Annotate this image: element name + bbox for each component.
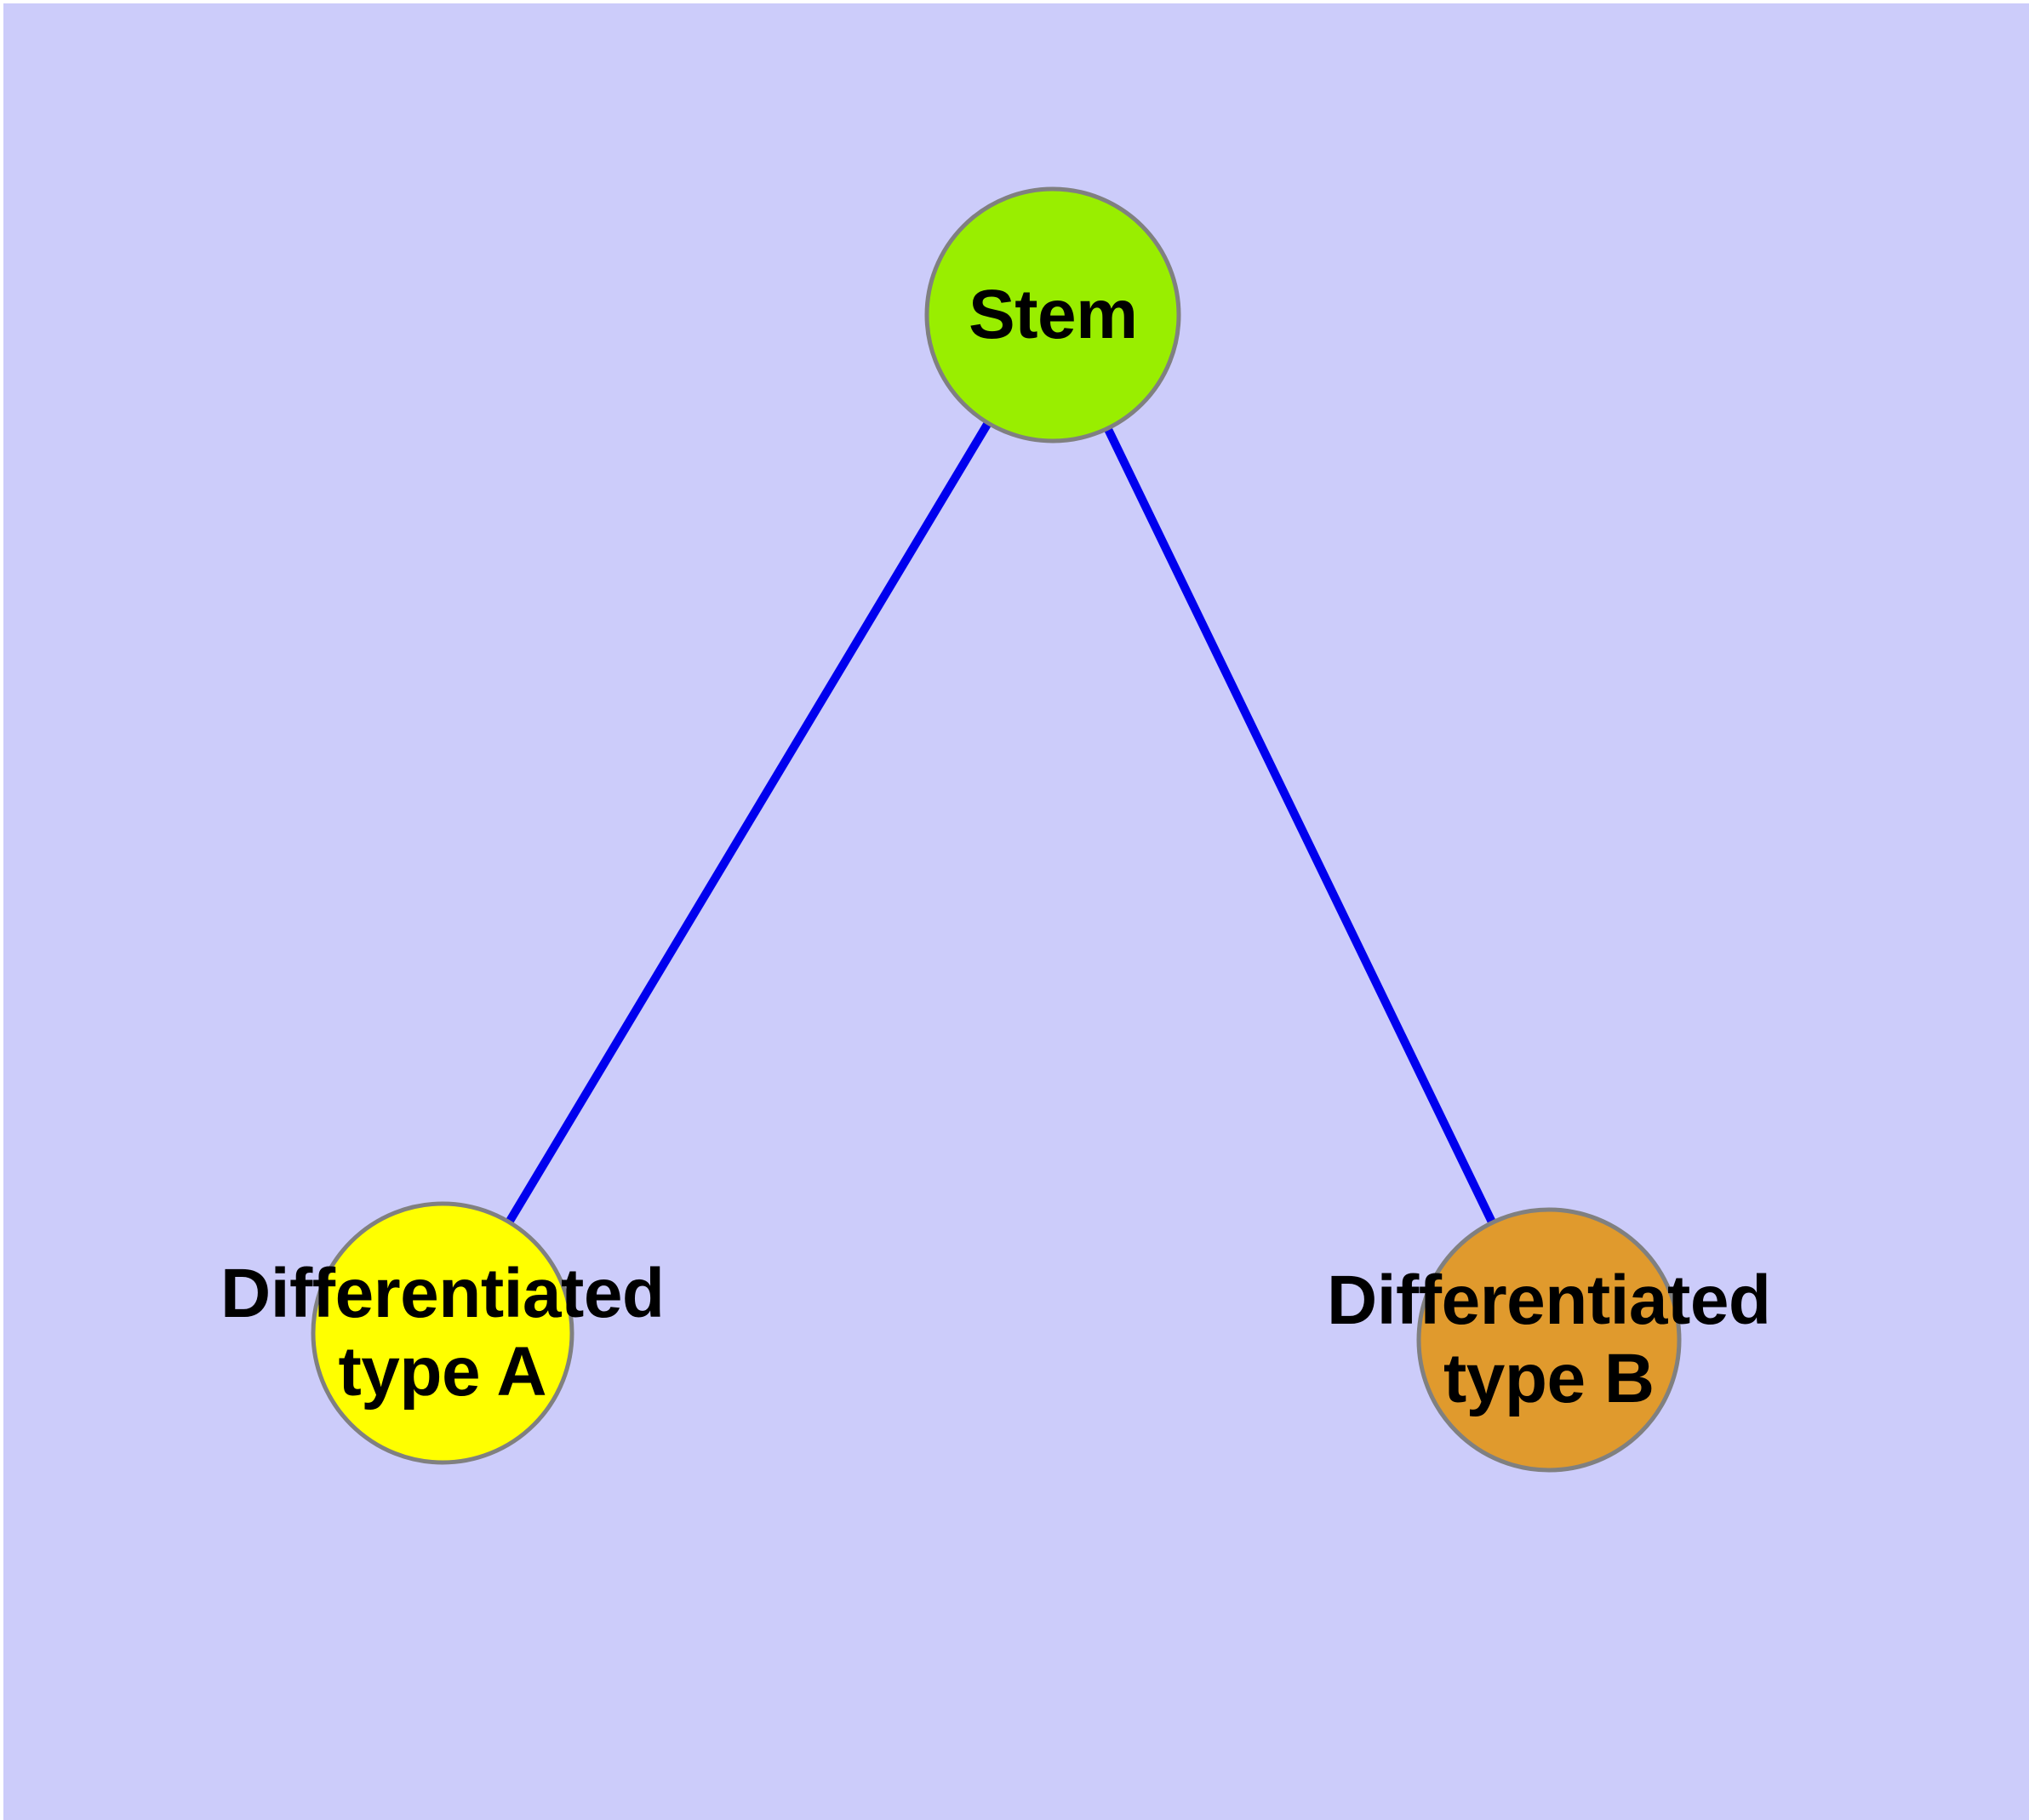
graph-node-stem[interactable]	[924, 186, 1181, 444]
edges-group	[504, 419, 1497, 1227]
graph-node-diff_b[interactable]	[1416, 1207, 1682, 1473]
nodes-group	[311, 186, 1682, 1473]
graph-node-diff_a[interactable]	[311, 1201, 574, 1465]
graph-edge	[1103, 425, 1497, 1227]
graph-edge	[504, 419, 993, 1226]
